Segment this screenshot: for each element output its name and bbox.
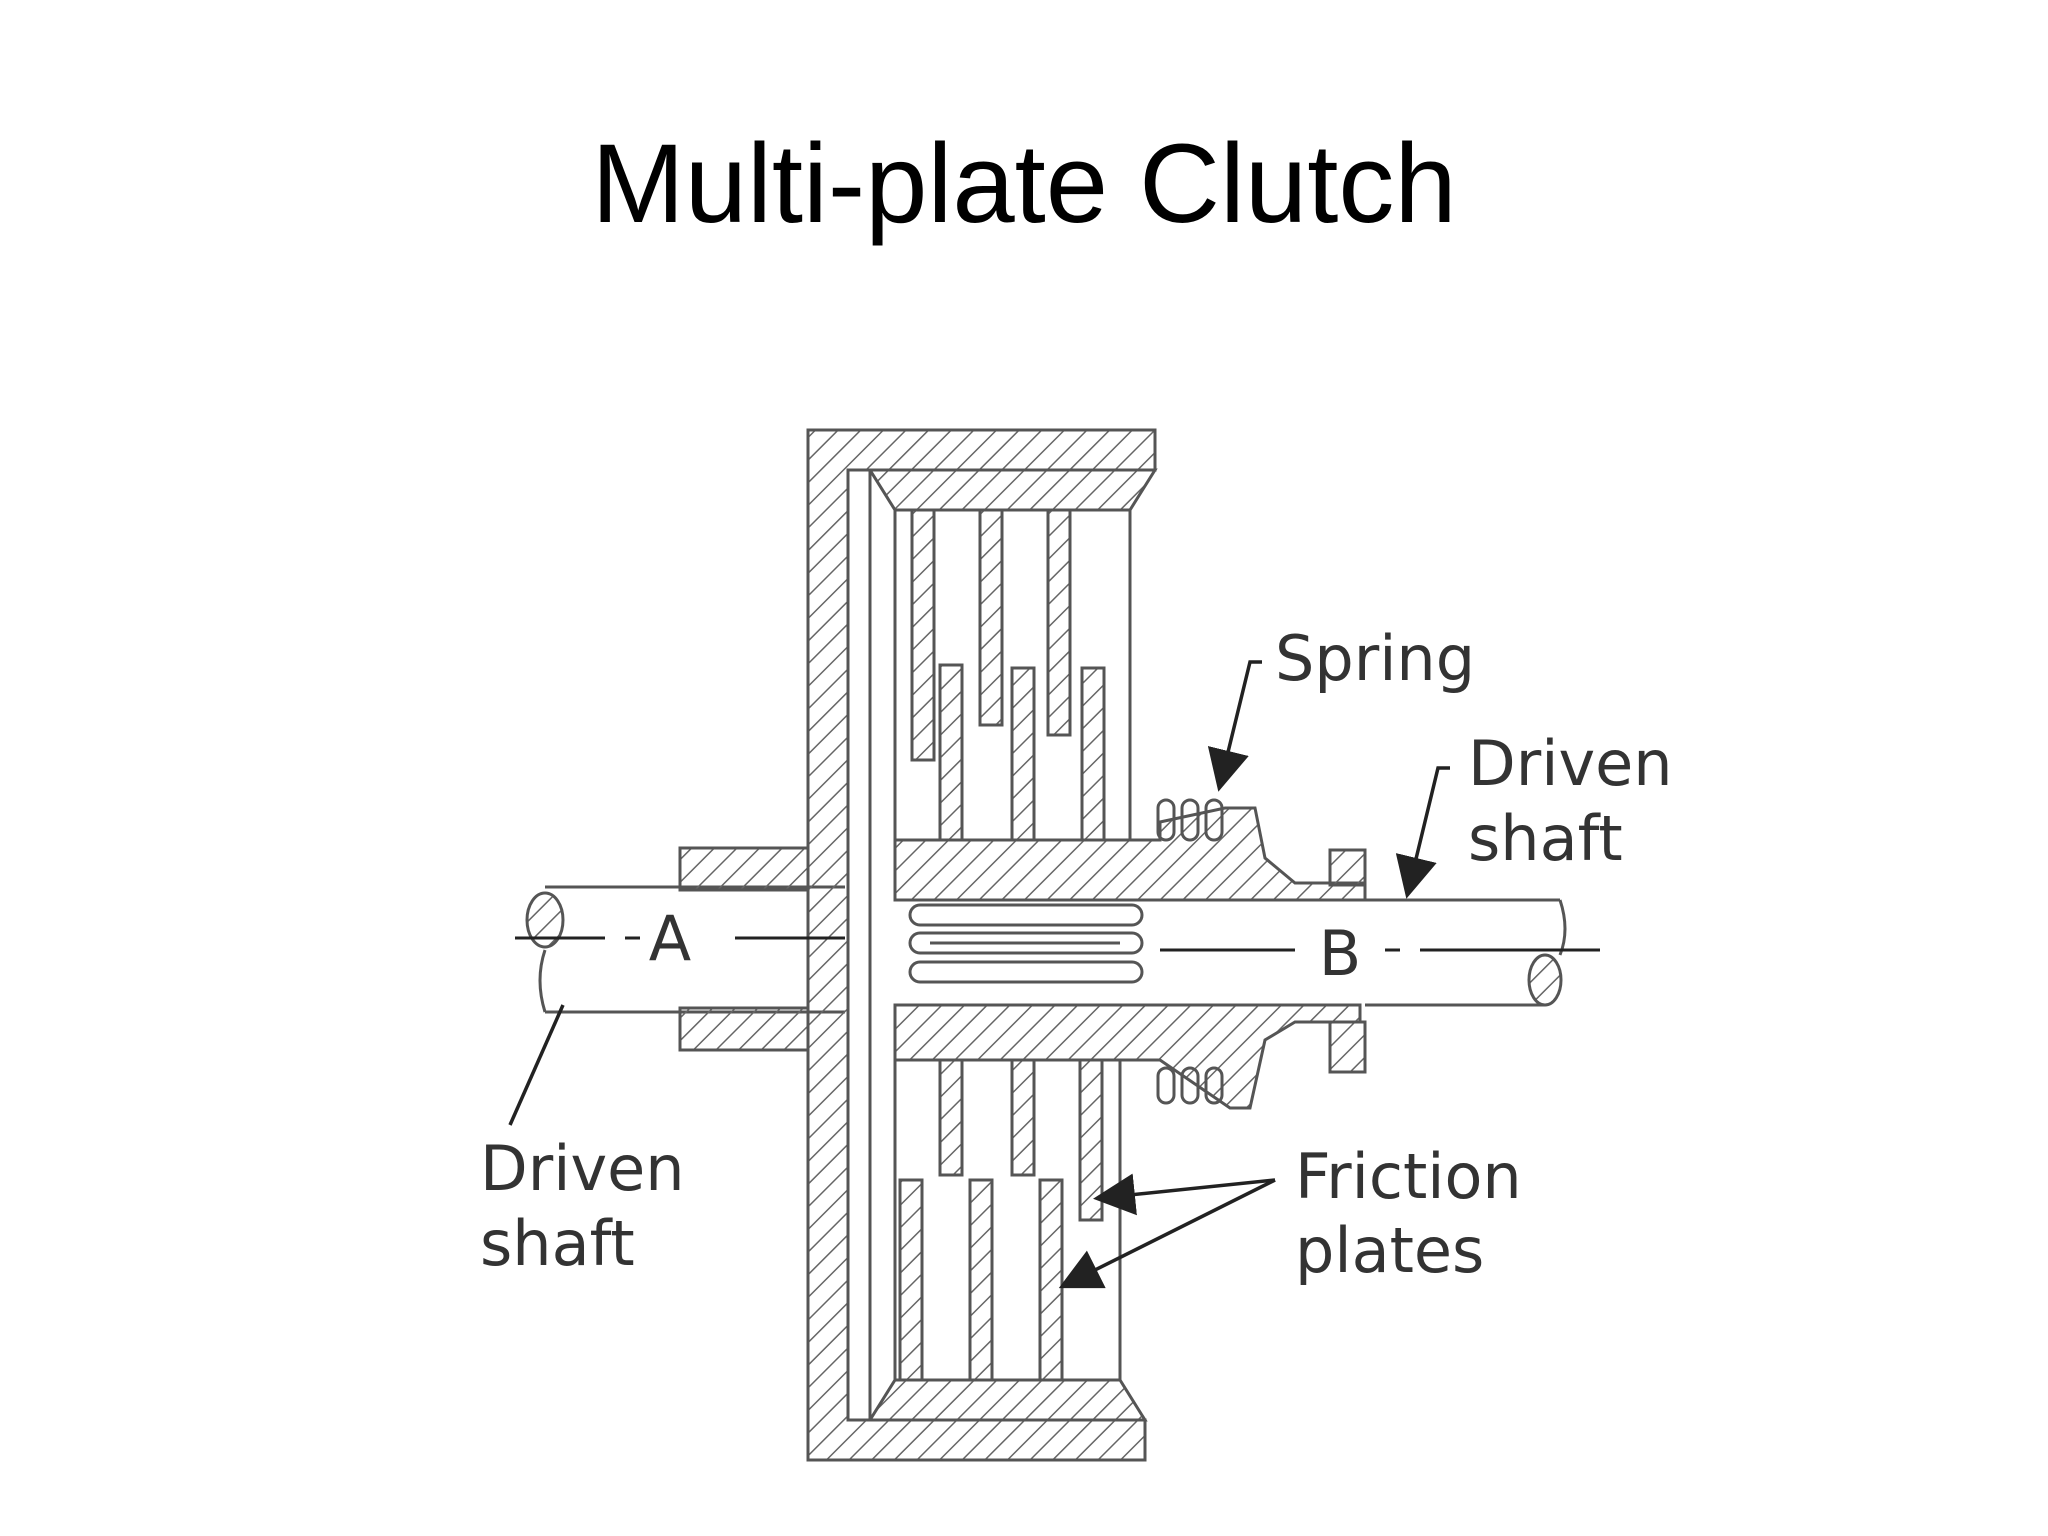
hub-splines (908, 903, 1144, 984)
splined-hub (893, 806, 1367, 1110)
label-shaft-b: B (1319, 917, 1362, 990)
spring-leader (1207, 660, 1262, 792)
friction-leader-upper (1093, 1173, 1276, 1216)
slide-title: Multi-plate Clutch (591, 121, 1457, 246)
label-friction-2: plates (1295, 1214, 1484, 1287)
springs (1156, 798, 1224, 1105)
label-driven-shaft-right-2: shaft (1468, 802, 1623, 875)
friction-plates-lower-outer (898, 1178, 1064, 1382)
label-driven-shaft-left-1: Driven (480, 1132, 685, 1205)
friction-plates-lower-inner (938, 1058, 1104, 1222)
label-friction-1: Friction (1295, 1140, 1522, 1213)
friction-plates-upper-outer (910, 508, 1072, 762)
center-axis (515, 936, 1600, 952)
label-spring: Spring (1275, 622, 1475, 695)
driven-shaft-right-leader (1395, 766, 1450, 899)
right-shaft (1365, 898, 1567, 1007)
friction-leader-lower (1058, 1178, 1276, 1289)
outer-housing (806, 428, 1158, 1462)
label-driven-shaft-left-2: shaft (480, 1207, 635, 1280)
label-shaft-a: A (649, 902, 691, 975)
driven-shaft-left-leader (508, 1004, 565, 1126)
left-hub (678, 846, 810, 1052)
label-driven-shaft-right-1: Driven (1468, 727, 1673, 800)
friction-plates-upper-inner (938, 663, 1106, 842)
